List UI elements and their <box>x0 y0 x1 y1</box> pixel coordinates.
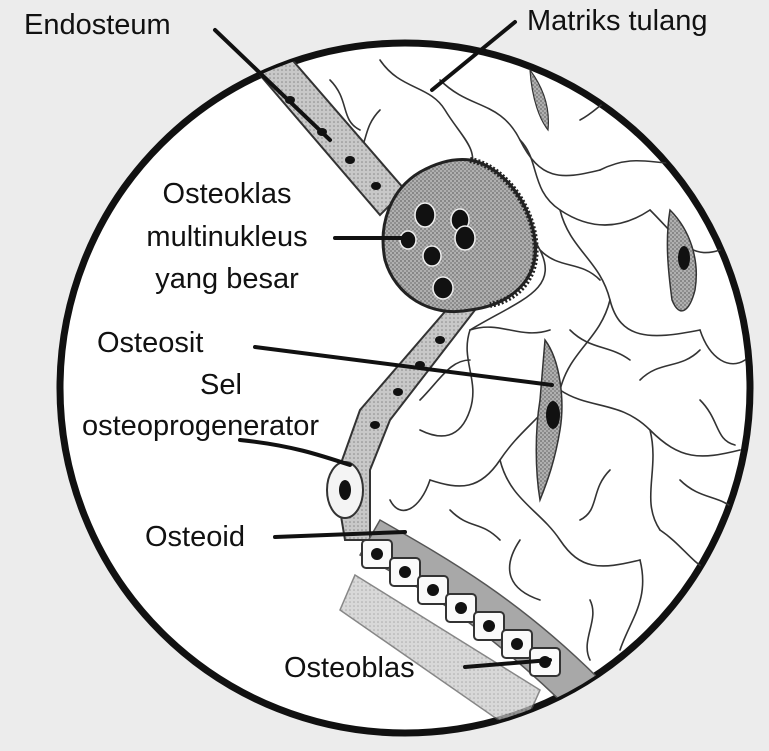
osteoclast-nuclei <box>399 202 476 300</box>
label-endosteum: Endosteum <box>24 9 171 41</box>
label-osteosit: Osteosit <box>97 327 204 359</box>
label-osteoid: Osteoid <box>145 521 245 553</box>
osteoblast-row <box>339 539 561 733</box>
label-osteoklas-line2: multinukleus <box>146 221 308 253</box>
label-sel: Sel <box>200 369 242 401</box>
osteoprogenitor-nucleus <box>339 480 351 500</box>
leader-endosteum <box>213 28 332 142</box>
osteocytes <box>529 68 697 503</box>
label-osteoblas: Osteoblas <box>284 652 415 684</box>
leader-lines <box>213 20 554 669</box>
leader-osteoid <box>273 530 407 539</box>
leader-osteoblas <box>463 658 552 669</box>
leader-matriks-tulang <box>430 20 517 92</box>
label-osteoprogenerator: osteoprogenerator <box>82 410 319 442</box>
label-osteoklas-line1: Osteoklas <box>162 178 292 210</box>
leader-sel-osteoprogenerator <box>238 438 352 467</box>
osteoclast-ruffled-border <box>469 157 539 308</box>
leader-osteosit <box>253 345 554 387</box>
label-osteoklas-line3: yang besar <box>155 263 299 295</box>
label-matriks-tulang: Matriks tulang <box>527 5 708 37</box>
